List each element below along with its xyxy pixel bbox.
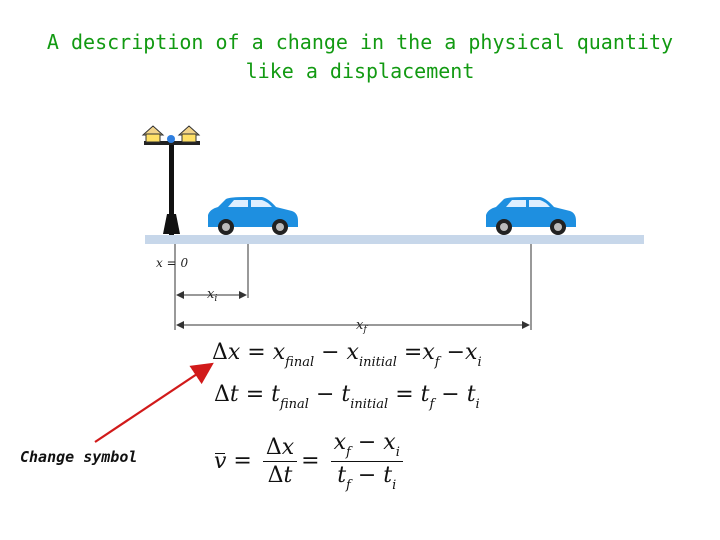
time-interval-equation: Δt = tfinal − tinitial = tf − ti	[214, 382, 480, 412]
displacement-equation: Δx = xfinal − xinitial =xf −xi	[212, 340, 482, 370]
change-arrow	[94, 362, 214, 443]
car-icon	[208, 197, 298, 235]
page-title: A description of a change in the a physi…	[46, 30, 674, 83]
change-symbol-label: Change symbol	[20, 448, 138, 466]
measurement-lines	[174, 244, 532, 330]
car-icon	[486, 197, 576, 235]
x-initial-label: xi	[207, 287, 218, 304]
road	[145, 235, 644, 244]
x-final-label: xf	[356, 318, 367, 335]
street-lamp-icon	[141, 125, 201, 235]
x-zero-label: x = 0	[156, 256, 189, 270]
